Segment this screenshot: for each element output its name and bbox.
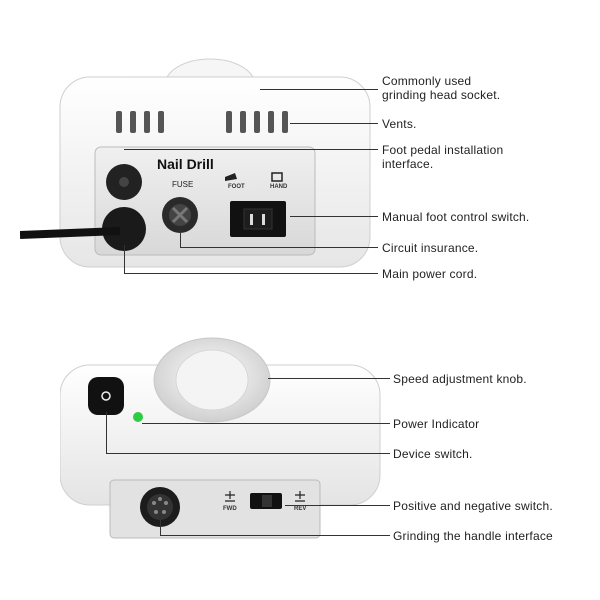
leader-foot-switch [290, 216, 378, 217]
callout-speed-knob: Speed adjustment knob. [393, 372, 527, 386]
foot-label: FOOT [228, 184, 245, 190]
leader-speed-knob [268, 378, 390, 379]
callout-handle-interface: Grinding the handle interface [393, 529, 553, 543]
callout-power-indicator: Power Indicator [393, 417, 480, 431]
callout-circuit-insurance: Circuit insurance. [382, 241, 479, 255]
power-indicator [133, 412, 143, 422]
fuse-label: FUSE [172, 180, 194, 189]
device-switch[interactable] [88, 377, 124, 415]
leader-power-cord [124, 273, 378, 274]
leader-fwd-rev [285, 505, 390, 506]
callout-fwd-rev-switch: Positive and negative switch. [393, 499, 553, 513]
fwd-label: FWD [223, 506, 237, 512]
leader-power-indicator [142, 423, 390, 424]
rev-label: REV [294, 506, 307, 512]
power-cord [20, 227, 121, 239]
leader-handle-port-v [160, 520, 161, 535]
callout-manual-foot-switch: Manual foot control switch. [382, 210, 530, 224]
hand-label: HAND [270, 184, 288, 190]
nail-drill-front-view [60, 337, 381, 539]
fwd-icon [225, 491, 235, 502]
callout-main-power-cord: Main power cord. [382, 267, 478, 281]
leader-handle-port [160, 535, 390, 536]
callout-device-switch: Device switch. [393, 447, 473, 461]
leader-device-switch-v [106, 412, 107, 453]
leader-power-cord-v [124, 245, 125, 273]
power-cord-socket [102, 207, 146, 251]
hand-icon [271, 172, 283, 182]
callout-vents: Vents. [382, 117, 417, 131]
vents [116, 111, 288, 133]
callout-grinding-head-socket: Commonly used grinding head socket. [382, 74, 501, 102]
leader-device-switch [106, 453, 390, 454]
nail-drill-rear-view [20, 58, 371, 268]
leader-vents [290, 123, 378, 124]
leader-circuit [180, 247, 378, 248]
leader-circuit-v [180, 230, 181, 247]
foot-icon [225, 173, 237, 181]
callout-foot-pedal-interface: Foot pedal installation interface. [382, 143, 504, 171]
rev-icon [295, 491, 305, 502]
panel-title: Nail Drill [157, 156, 214, 172]
leader-socket [260, 89, 378, 90]
leader-foot-pedal [124, 149, 378, 150]
